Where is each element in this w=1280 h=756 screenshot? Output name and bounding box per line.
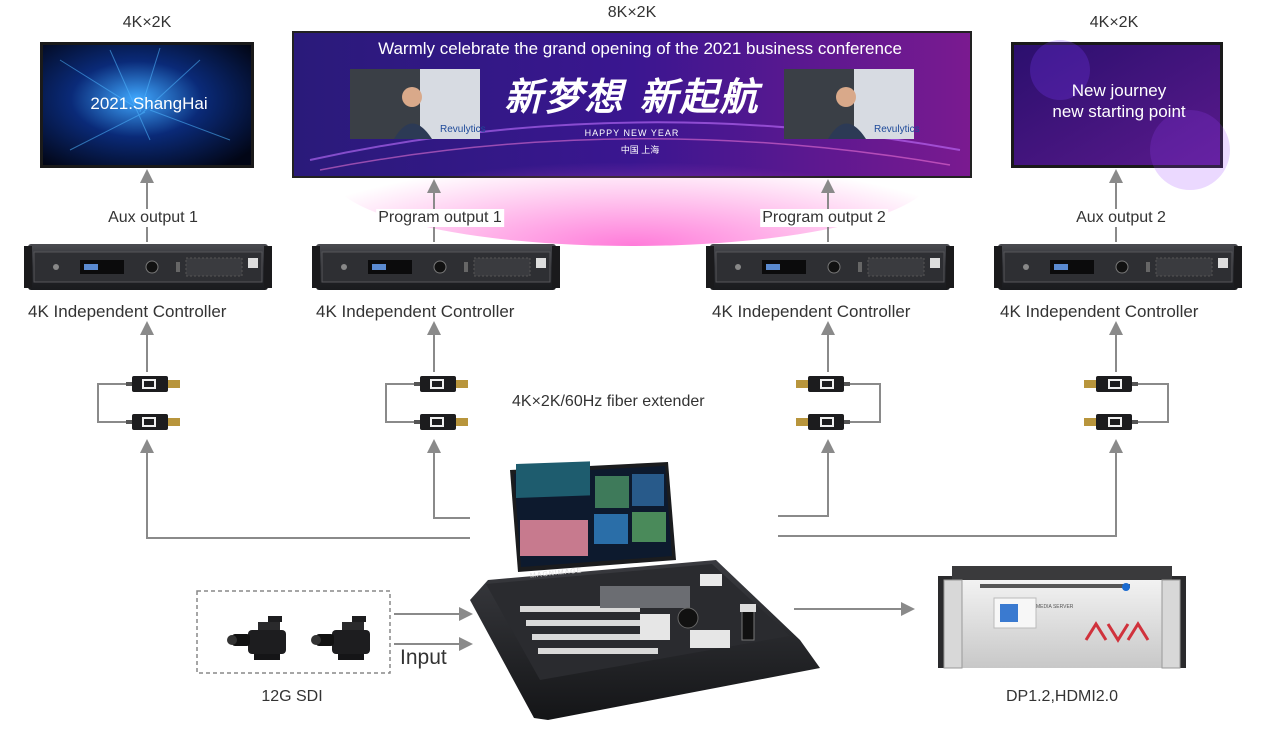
aux-output-2-label: Aux output 2 [1074,209,1168,227]
media-server-panel-text: MEDIA SERVER [1036,604,1074,610]
input-cameras [196,590,391,674]
left-display-resolution: 4K×2K [122,14,172,31]
media-server [938,566,1186,669]
controller-1 [23,243,273,291]
media-server-output-label: DP1.2,HDMI2.0 [1005,688,1119,705]
right-display-resolution: 4K×2K [1089,14,1139,31]
controller-2 [311,243,561,291]
center-display-location: 中国 上海 [620,145,660,155]
center-display-subtitle: HAPPY NEW YEAR [584,128,680,138]
left-display [40,42,254,168]
input-label: Input [400,646,447,669]
left-display-content: 2021.ShangHai [90,94,208,113]
video-switcher [470,461,820,720]
controller-1-label: 4K Independent Controller [28,302,227,321]
speaker-video-right [784,69,914,139]
center-display-resolution: 8K×2K [607,4,657,21]
controller-4-label: 4K Independent Controller [1000,302,1199,321]
program-output-1-label: Program output 1 [376,209,504,227]
fiber-links [97,321,1169,423]
aux-output-1-label: Aux output 1 [106,209,200,227]
speaker-logo-right: Revulytics [874,124,920,135]
center-display [292,31,972,246]
center-display-calligraphy: 新梦想 新起航 [504,74,760,119]
fiber-extender-label: 4K×2K/60Hz fiber extender [512,393,705,410]
right-display-line2: new starting point [1052,102,1186,121]
controller-3-label: 4K Independent Controller [712,302,911,321]
right-display-line1: New journey [1071,81,1167,100]
controller-2-label: 4K Independent Controller [316,302,515,321]
input-type-label: 12G SDI [261,688,323,705]
controller-3 [705,243,955,291]
speaker-logo-left: Revulytics [440,124,486,135]
center-display-banner: Warmly celebrate the grand opening of th… [378,39,902,58]
program-output-2-label: Program output 2 [760,209,888,227]
controller-4 [993,243,1243,291]
right-display [1011,40,1230,190]
speaker-video-left [350,69,480,139]
switcher-output-lines [140,439,1123,651]
